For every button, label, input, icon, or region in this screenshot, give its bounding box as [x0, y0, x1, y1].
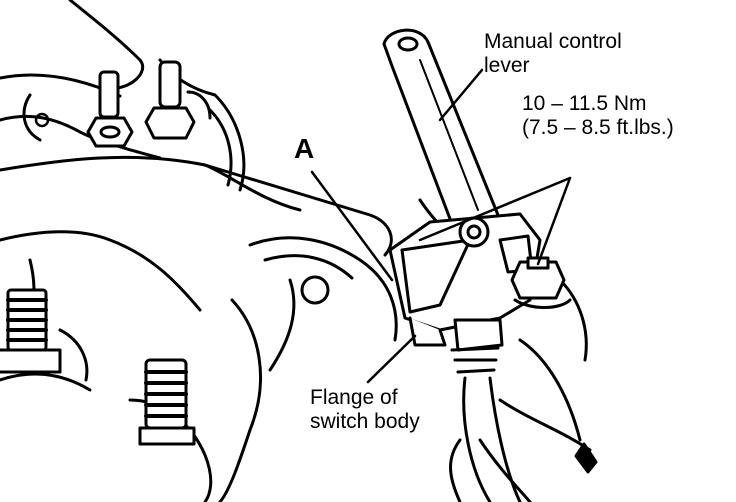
- lower-stud-left: [0, 288, 62, 374]
- control-cable: [449, 398, 598, 502]
- part-a-label: A: [294, 133, 315, 164]
- manual-control-lever: [382, 28, 501, 234]
- leader-lines: [310, 68, 572, 384]
- flange-of-switch-body-label: Flange of switch body: [310, 386, 420, 434]
- neutral-safety-switch: [388, 212, 542, 502]
- manual-control-lever-label-line1: Manual control: [484, 30, 622, 53]
- upper-bolt-right: [144, 60, 212, 140]
- flange-label-line2: switch body: [310, 410, 420, 433]
- lower-stud-center: [138, 358, 196, 446]
- manual-control-lever-label: Manual control lever: [484, 30, 622, 78]
- upper-bolt-left: [86, 70, 134, 148]
- torque-metric: 10 – 11.5 Nm: [522, 92, 647, 115]
- torque-imperial: (7.5 – 8.5 ft.lbs.): [522, 116, 674, 139]
- transmission-case: [0, 108, 588, 502]
- torque-spec-label: 10 – 11.5 Nm (7.5 – 8.5 ft.lbs.): [522, 92, 674, 140]
- manual-control-lever-label-line2: lever: [484, 54, 530, 77]
- upper-housing: [0, 0, 246, 192]
- flange-label-line1: Flange of: [310, 386, 398, 409]
